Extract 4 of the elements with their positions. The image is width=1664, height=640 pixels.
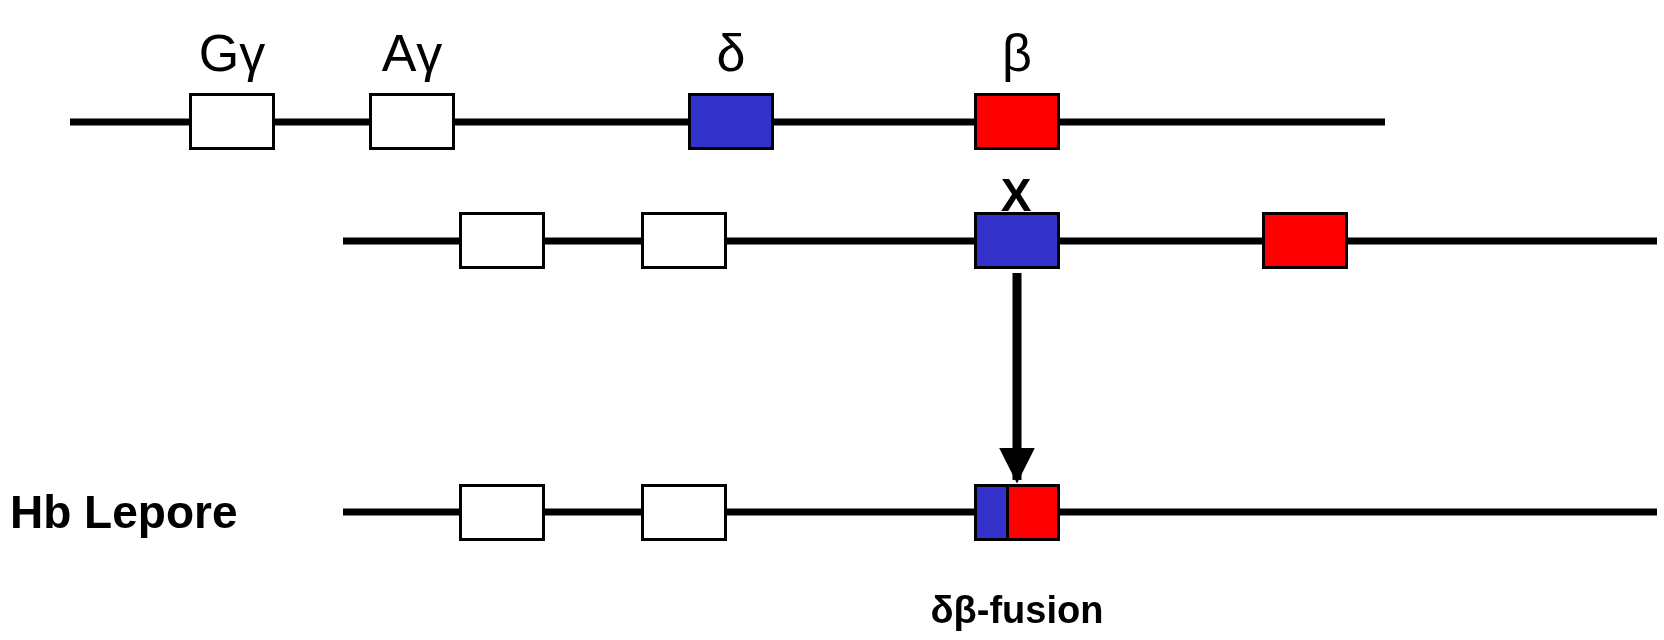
crossover-mark: X [1000,172,1032,218]
gene-label: δ [716,27,746,79]
fusion-caption: δβ-fusion [930,591,1104,629]
arrow [999,273,1035,484]
